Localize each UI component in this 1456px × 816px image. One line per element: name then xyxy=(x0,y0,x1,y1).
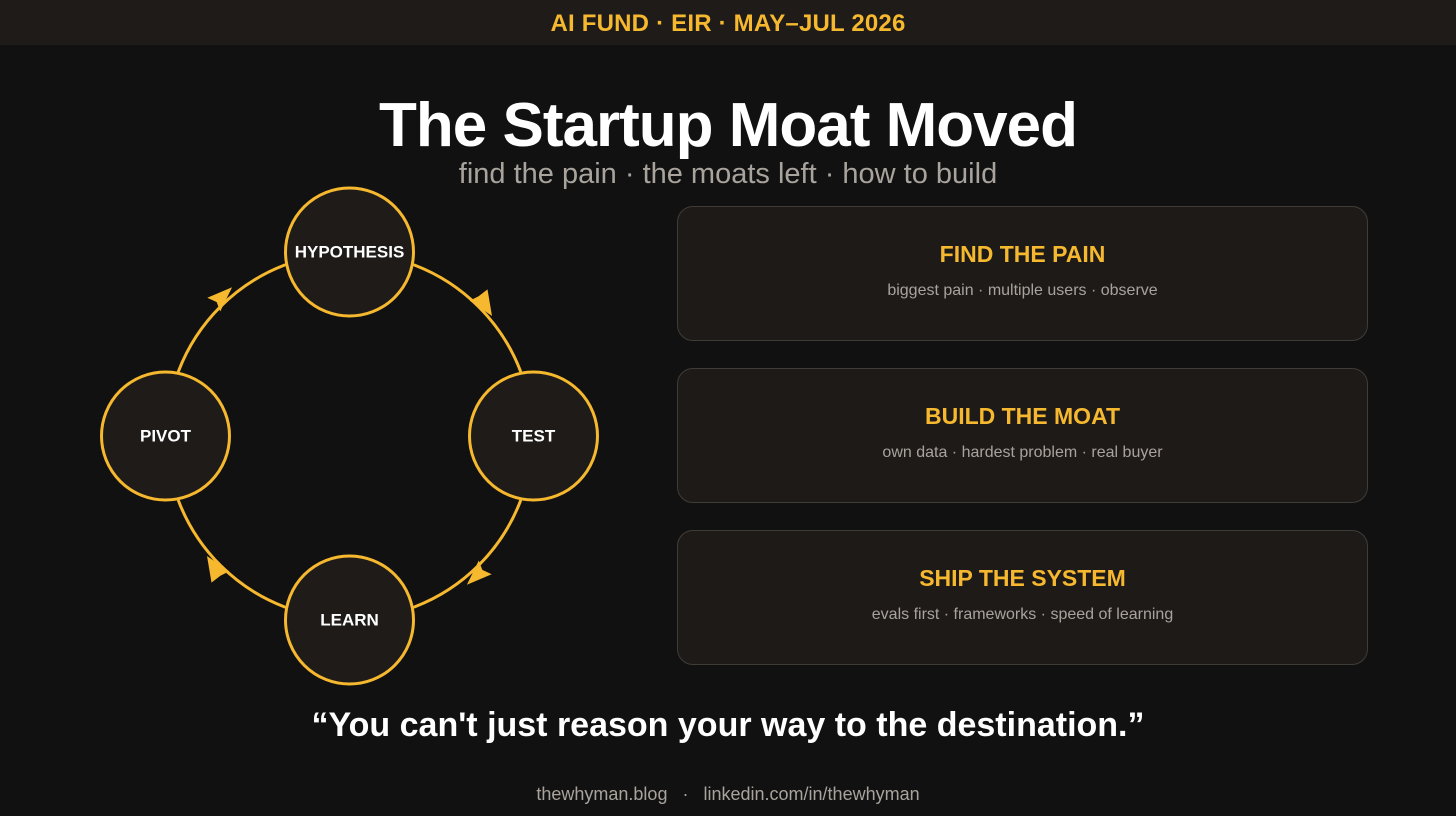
node-label-test: TEST xyxy=(512,426,556,445)
banner-text: AI FUND · EIR · MAY–JUL 2026 xyxy=(550,9,906,37)
cycle-node-learn: LEARN xyxy=(284,554,415,686)
card-title: FIND THE PAIN xyxy=(939,241,1106,267)
card-title: SHIP THE SYSTEM xyxy=(919,565,1126,591)
page-title: The Startup Moat Moved xyxy=(379,91,1078,160)
card-build-the-moat: BUILD THE MOAT own data · hardest proble… xyxy=(677,368,1368,503)
card-ship-the-system: SHIP THE SYSTEM evals first · frameworks… xyxy=(677,530,1368,665)
cycle-node-hypothesis: HYPOTHESIS xyxy=(284,186,415,318)
top-banner: AI FUND · EIR · MAY–JUL 2026 xyxy=(0,0,1456,45)
node-label-learn: LEARN xyxy=(320,610,379,629)
arc-learn-to-pivot xyxy=(177,499,286,609)
closing-quote: “You can't just reason your way to the d… xyxy=(311,706,1145,744)
iteration-cycle-diagram: HYPOTHESIS TEST LEARN PIVOT xyxy=(100,186,599,686)
footer: thewhyman.blog · linkedin.com/in/thewhym… xyxy=(0,784,1456,805)
node-label-hypothesis: HYPOTHESIS xyxy=(295,242,405,261)
card-detail: evals first · frameworks · speed of lear… xyxy=(871,606,1174,623)
arrow-learn-to-pivot-icon xyxy=(207,556,230,583)
card-detail: own data · hardest problem · real buyer xyxy=(882,444,1163,461)
arrow-hypothesis-to-test-icon xyxy=(469,289,492,316)
arc-test-to-learn xyxy=(413,499,522,609)
linkedin-link[interactable]: linkedin.com/in/thewhyman xyxy=(703,784,920,804)
footer-separator: · xyxy=(682,784,689,804)
node-label-pivot: PIVOT xyxy=(140,426,192,445)
card-find-the-pain: FIND THE PAIN biggest pain · multiple us… xyxy=(677,206,1368,341)
arrow-test-to-learn-icon xyxy=(466,560,492,585)
cycle-arrowheads xyxy=(207,287,492,585)
arrow-pivot-to-hypothesis-icon xyxy=(207,287,233,312)
card-title: BUILD THE MOAT xyxy=(924,403,1121,429)
cycle-node-pivot: PIVOT xyxy=(100,370,231,502)
arc-hypothesis-to-test xyxy=(413,263,522,373)
page-subtitle: find the pain · the moats left · how to … xyxy=(458,158,998,190)
cycle-node-test: TEST xyxy=(468,370,599,502)
blog-link[interactable]: thewhyman.blog xyxy=(536,784,668,804)
card-detail: biggest pain · multiple users · observe xyxy=(887,282,1158,299)
arc-pivot-to-hypothesis xyxy=(177,263,286,373)
